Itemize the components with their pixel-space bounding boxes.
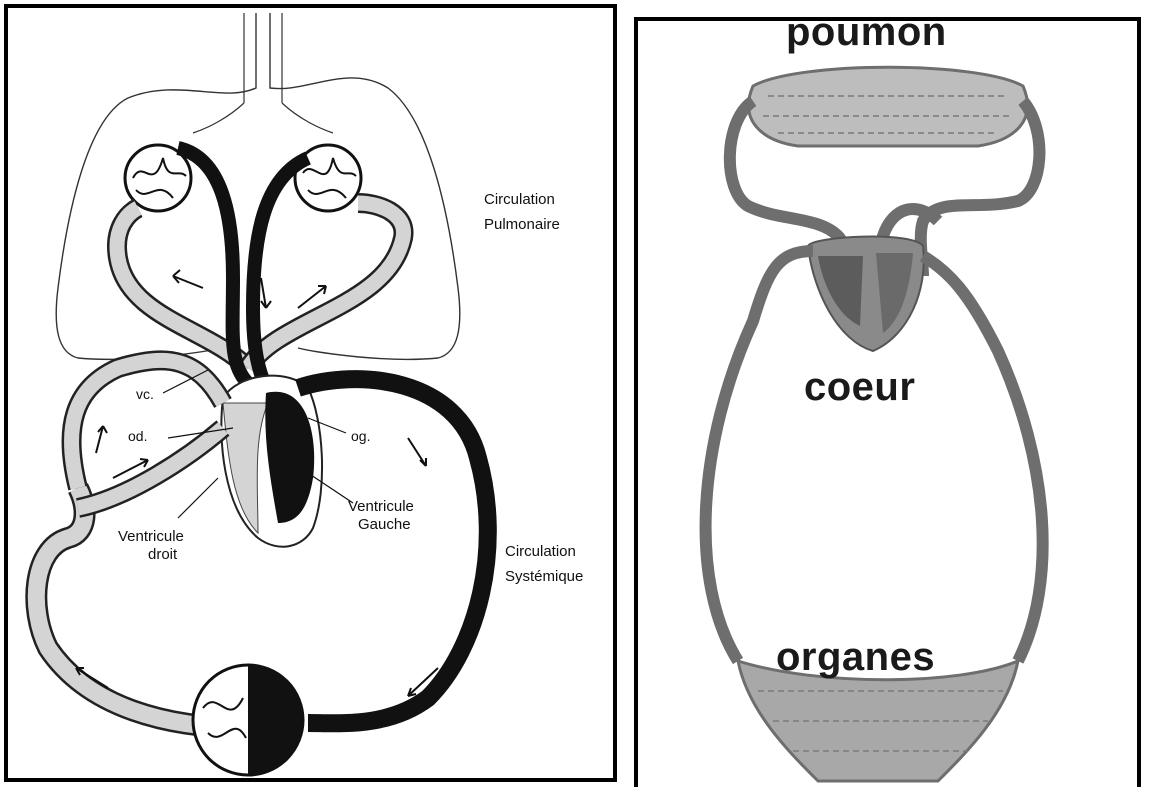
systemic-loop-right <box>923 256 1043 661</box>
systemic-loop-left <box>706 251 813 661</box>
circulation-systemique-line2: Systémique <box>505 568 583 585</box>
left-diagram-svg <box>8 8 613 778</box>
ventricule-gauche-line2: Gauche <box>358 516 411 533</box>
ventricule-gauche-line1: Ventricule <box>348 498 414 515</box>
label-og: og. <box>351 428 370 444</box>
aorta-systemic <box>298 379 488 723</box>
ventricule-droit-line2: droit <box>148 546 177 563</box>
lung-capillary-bed <box>749 67 1028 146</box>
ventricule-droit-line1: Ventricule <box>118 528 184 545</box>
label-poumon: poumon <box>786 17 947 55</box>
circulation-pulmonaire-line1: Circulation <box>484 191 555 208</box>
circulation-systemique-line1: Circulation <box>505 543 576 560</box>
label-vc: vc. <box>136 386 154 402</box>
label-od: od. <box>128 428 147 444</box>
right-diagram-panel: poumon coeur organes <box>634 17 1141 787</box>
label-coeur: coeur <box>804 364 915 410</box>
left-diagram-panel: Circulation Pulmonaire vc. od. og. Ventr… <box>4 4 617 782</box>
trachea <box>193 13 333 133</box>
label-organes: organes <box>776 634 935 680</box>
circulation-pulmonaire-line2: Pulmonaire <box>484 216 560 233</box>
